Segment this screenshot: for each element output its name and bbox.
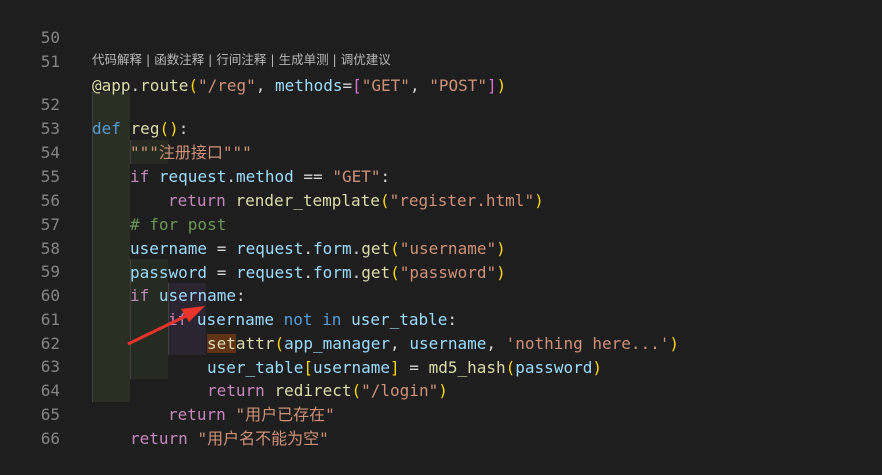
code-content: if username: [130, 286, 246, 305]
code-line-56[interactable]: 56 # for post [0, 165, 882, 234]
indent-bg-level3 [168, 283, 206, 355]
code-content: return "用户名不能为空" [130, 429, 329, 448]
code-line-51[interactable]: 51 @app.route("/reg", methods=["GET", "P… [0, 26, 882, 95]
search-highlight: set [207, 334, 236, 353]
line-number: 56 [40, 191, 60, 210]
code-line-50[interactable]: 50 [0, 2, 882, 47]
code-content: username = request.form.get("username") [130, 239, 506, 258]
line-number: 64 [40, 381, 60, 400]
indent-guide [168, 283, 169, 355]
line-number: 52 [40, 95, 60, 114]
indent-guide [130, 140, 131, 164]
codelens-function-comment[interactable]: 函数注释 [154, 52, 205, 67]
code-content: @app.route("/reg", methods=["GET", "POST… [92, 76, 507, 95]
codelens-generate-tests[interactable]: 生成单测 [278, 52, 329, 67]
code-content: setattr(app_manager, username, 'nothing … [207, 334, 680, 353]
indent-guide [130, 259, 131, 379]
codelens-separator: | [328, 52, 341, 67]
line-number: 60 [40, 286, 60, 305]
indent-bg-level2b [130, 259, 168, 379]
code-content: if request.method == "GET": [130, 167, 391, 186]
code-content: return render_template("register.html") [168, 191, 544, 210]
annotation-arrow-icon [127, 306, 205, 346]
codelens-explain-code[interactable]: 代码解释 [92, 52, 143, 67]
line-number: 63 [40, 357, 60, 376]
line-number: 50 [40, 28, 60, 47]
code-line-64[interactable]: 64 return "用户已存在" [0, 355, 882, 424]
line-number: 58 [40, 239, 60, 258]
codelens-inline-comment[interactable]: 行间注释 [216, 52, 267, 67]
code-line-52[interactable]: 52 def reg(): [0, 69, 882, 138]
line-number: 54 [40, 143, 60, 162]
indent-bg-level2a [130, 140, 168, 164]
codelens-optimize[interactable]: 调优建议 [340, 52, 391, 67]
code-content: # for post [130, 215, 227, 234]
line-number: 65 [40, 405, 60, 424]
codelens-separator: | [204, 52, 217, 67]
line-number: 57 [40, 215, 60, 234]
line-number: 62 [40, 334, 60, 353]
code-line-59[interactable]: 59 if username: [0, 236, 882, 305]
line-number: 53 [40, 119, 60, 138]
line-number: 51 [40, 52, 60, 71]
code-content: def reg(): [92, 119, 189, 138]
code-content: return "用户已存在" [168, 405, 335, 424]
line-number: 66 [40, 429, 60, 448]
line-number: 61 [40, 310, 60, 329]
code-line-62[interactable]: 62 user_table[username] = md5_hash(passw… [0, 308, 882, 377]
code-content: """注册接口""" [130, 143, 252, 162]
codelens-bar: 代码解释 | 函数注释 | 行间注释 | 生成单测 | 调优建议 [92, 48, 391, 72]
line-number: 59 [40, 262, 60, 281]
code-content: return redirect("/login") [207, 381, 448, 400]
code-line-61[interactable]: 61 setattr(app_manager, username, 'nothi… [0, 284, 882, 353]
indent-bg-level1 [92, 92, 130, 402]
codelens-separator: | [142, 52, 155, 67]
code-line-55[interactable]: 55 return render_template("register.html… [0, 141, 882, 210]
indent-guide [92, 92, 93, 402]
code-line-53[interactable]: 53 """注册接口""" [0, 93, 882, 162]
code-line-54[interactable]: 54 if request.method == "GET": [0, 117, 882, 186]
codelens-separator: | [266, 52, 279, 67]
code-editor[interactable]: 50 51 @app.route("/reg", methods=["GET",… [0, 0, 882, 448]
line-number: 55 [40, 167, 60, 186]
code-line-58[interactable]: 58 password = request.form.get("password… [0, 213, 882, 282]
code-line-63[interactable]: 63 return redirect("/login") [0, 331, 882, 400]
code-line-57[interactable]: 57 username = request.form.get("username… [0, 189, 882, 258]
code-content: password = request.form.get("password") [130, 263, 506, 282]
code-content: user_table[username] = md5_hash(password… [207, 358, 602, 377]
